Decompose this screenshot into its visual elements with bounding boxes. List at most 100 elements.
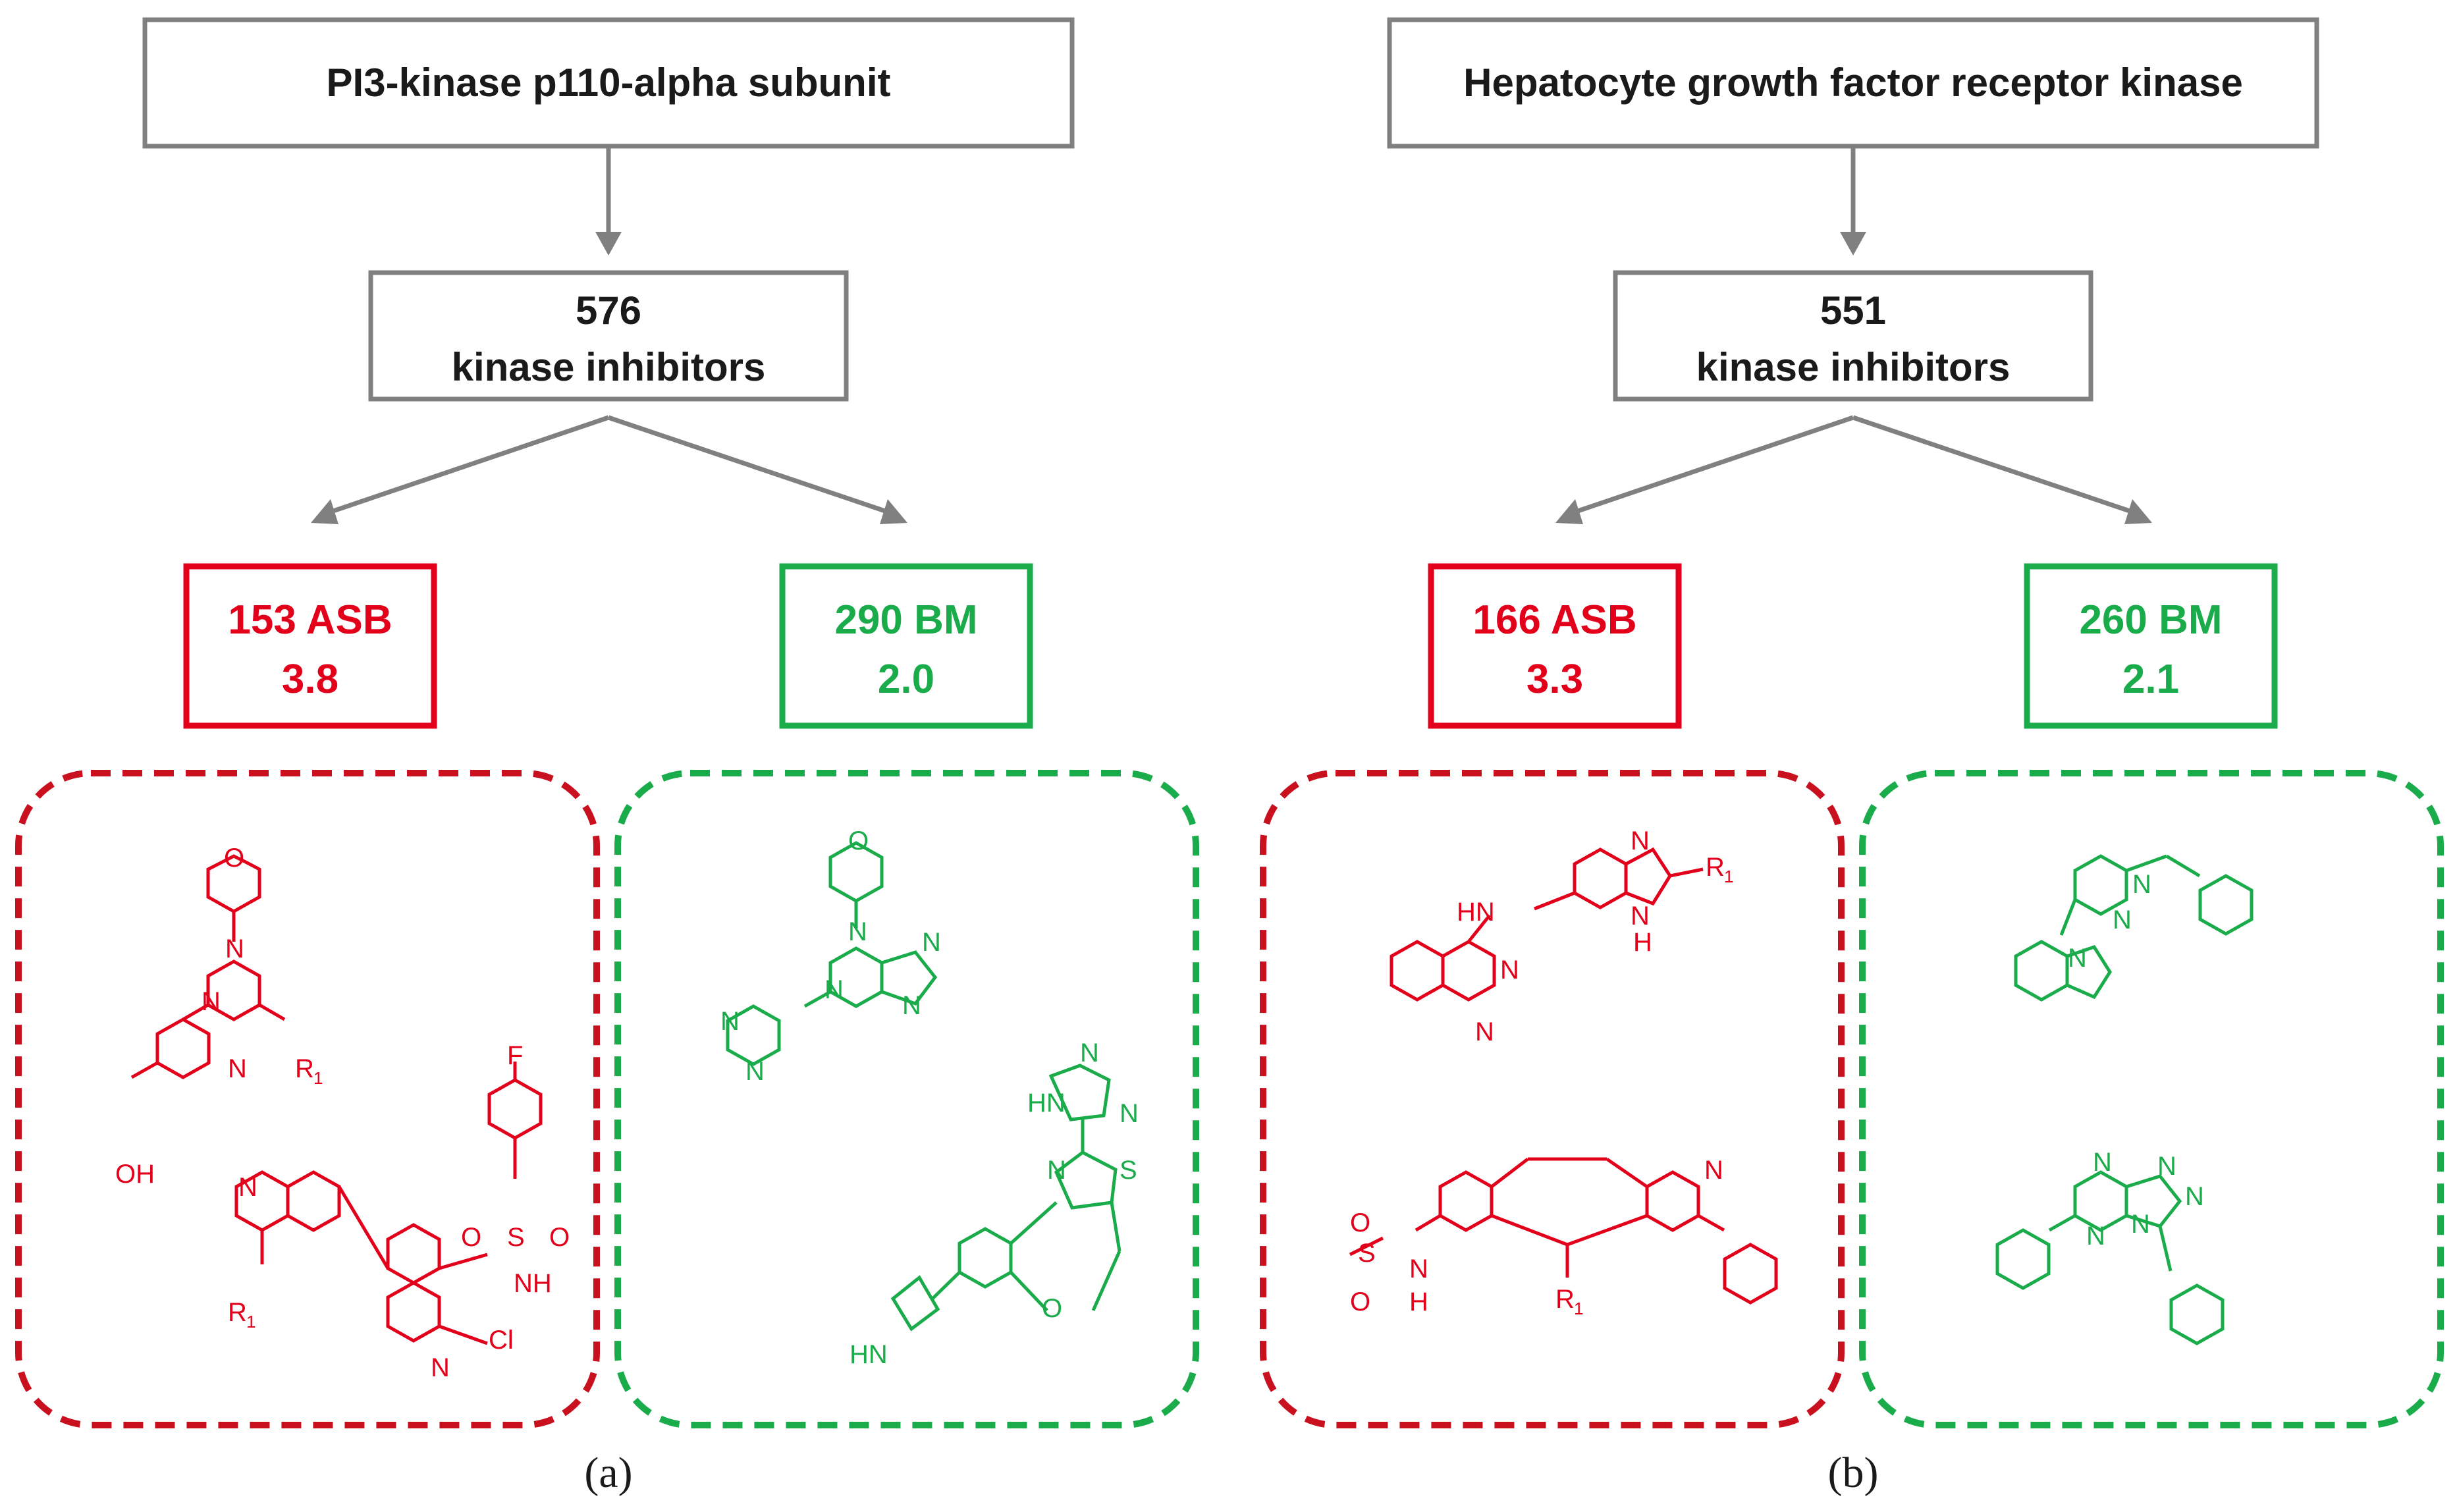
bm-molecule-1-a — [726, 841, 938, 1066]
svg-text:N: N — [1120, 1099, 1139, 1128]
bm-molecule-2-b — [1995, 1170, 2225, 1345]
count-label-a: kinase inhibitors — [452, 345, 766, 389]
svg-text:O: O — [1350, 1287, 1370, 1316]
count-label-b: kinase inhibitors — [1696, 345, 2011, 389]
svg-text:N: N — [1500, 956, 1519, 985]
svg-text:N: N — [2068, 944, 2087, 973]
svg-text:N: N — [238, 1173, 257, 1202]
svg-text:N: N — [1631, 902, 1650, 931]
target-box-b — [1387, 17, 2319, 149]
bm-examples-a — [614, 770, 1199, 1428]
bm-value-b: 2.1 — [2122, 657, 2179, 702]
bm-label-b: 260 BM — [2079, 597, 2222, 643]
svg-text:1: 1 — [313, 1068, 323, 1088]
svg-text:O: O — [461, 1223, 481, 1252]
svg-text:O: O — [224, 844, 244, 873]
caption-b: (b) — [1828, 1449, 1879, 1497]
bm-label-a: 290 BM — [834, 597, 977, 643]
svg-text:N: N — [902, 991, 921, 1020]
bm-molecule-2-a — [890, 1064, 1121, 1332]
svg-text:HN: HN — [1027, 1089, 1066, 1118]
svg-text:R: R — [228, 1298, 247, 1327]
svg-text:N: N — [2113, 905, 2132, 934]
svg-text:S: S — [1358, 1239, 1376, 1268]
svg-text:N: N — [2093, 1148, 2112, 1177]
asb-value-a: 3.8 — [282, 657, 338, 702]
target-label-b: Hepatocyte growth factor receptor kinase — [1463, 61, 2243, 105]
svg-text:N: N — [1704, 1156, 1723, 1185]
asb-examples-a — [15, 770, 600, 1428]
svg-text:N: N — [745, 1057, 765, 1086]
svg-text:N: N — [2132, 870, 2151, 899]
svg-text:N: N — [922, 928, 941, 957]
svg-text:N: N — [1047, 1156, 1066, 1185]
svg-text:R: R — [1706, 853, 1725, 882]
svg-text:N: N — [202, 987, 221, 1016]
svg-text:F: F — [507, 1041, 523, 1070]
svg-text:S: S — [1120, 1156, 1137, 1185]
svg-text:1: 1 — [1574, 1299, 1583, 1318]
bm-examples-b — [1859, 770, 2444, 1428]
count-b: 551 — [1820, 288, 1886, 333]
arrow-left-icon — [311, 499, 338, 524]
bm-box-b — [2024, 563, 2278, 729]
asb-molecule-1-b — [1390, 847, 1704, 1002]
asb-atoms-b: N R 1 N H HN N N N S O O N H R 1 — [1350, 826, 1733, 1318]
svg-text:H: H — [1409, 1287, 1428, 1316]
svg-text:Cl: Cl — [489, 1326, 514, 1355]
count-box-a — [368, 270, 849, 402]
svg-text:N: N — [2086, 1222, 2105, 1251]
svg-text:HN: HN — [1457, 898, 1495, 927]
asb-label-b: 166 ASB — [1472, 597, 1636, 643]
svg-text:N: N — [720, 1007, 740, 1036]
arrow-right-icon — [2124, 499, 2152, 524]
svg-text:H: H — [1633, 928, 1652, 957]
asb-box-b — [1428, 563, 1682, 729]
asb-value-b: 3.3 — [1526, 657, 1583, 702]
svg-text:N: N — [848, 917, 867, 946]
arrow-right-icon — [880, 499, 907, 524]
bm-box-a — [779, 563, 1033, 729]
caption-a: (a) — [584, 1449, 632, 1497]
svg-text:O: O — [1042, 1294, 1062, 1323]
arrow-left-icon — [1555, 499, 1583, 524]
svg-text:1: 1 — [246, 1312, 256, 1332]
panel-b: Hepatocyte growth factor receptor kinase… — [1260, 17, 2444, 1497]
asb-label-a: 153 ASB — [228, 597, 392, 643]
svg-text:N: N — [1409, 1255, 1428, 1283]
svg-text:N: N — [2131, 1210, 2150, 1239]
svg-text:HN: HN — [850, 1340, 888, 1369]
svg-text:NH: NH — [514, 1269, 552, 1298]
arrow-down-icon — [595, 232, 622, 256]
svg-text:N: N — [1475, 1017, 1494, 1046]
target-label-a: PI3-kinase p110-alpha subunit — [327, 61, 891, 105]
svg-text:N: N — [228, 1054, 247, 1083]
asb-molecule-1-a — [130, 854, 286, 1079]
asb-molecule-2-b — [1349, 1157, 1778, 1305]
asb-atoms-a: O N N N R 1 OH F S O O NH N R 1 N Cl — [115, 844, 570, 1382]
bm-atoms-a: O N N N N N N HN N N N S O HN — [720, 826, 1139, 1369]
asb-molecule-2-a — [234, 1062, 543, 1345]
svg-text:OH: OH — [115, 1160, 155, 1189]
svg-text:S: S — [507, 1223, 525, 1252]
bm-value-a: 2.0 — [878, 657, 934, 702]
svg-text:O: O — [1350, 1208, 1370, 1237]
svg-text:R: R — [1555, 1285, 1575, 1314]
panel-a: PI3-kinase p110-alpha subunit 576 kinase… — [15, 17, 1199, 1497]
asb-examples-b — [1260, 770, 1845, 1428]
svg-text:N: N — [225, 934, 244, 963]
target-box-a — [142, 17, 1075, 149]
svg-text:N: N — [2185, 1182, 2204, 1211]
svg-text:O: O — [549, 1223, 570, 1252]
svg-text:O: O — [848, 826, 869, 855]
svg-text:N: N — [2157, 1152, 2176, 1181]
count-box-b — [1613, 270, 2093, 402]
svg-text:N: N — [824, 975, 844, 1004]
count-a: 576 — [576, 288, 641, 333]
bm-molecule-1-b — [2014, 854, 2254, 1002]
svg-text:N: N — [1080, 1039, 1099, 1067]
svg-text:N: N — [1631, 826, 1650, 855]
arrow-down-icon — [1840, 232, 1866, 256]
svg-text:N: N — [431, 1353, 450, 1382]
